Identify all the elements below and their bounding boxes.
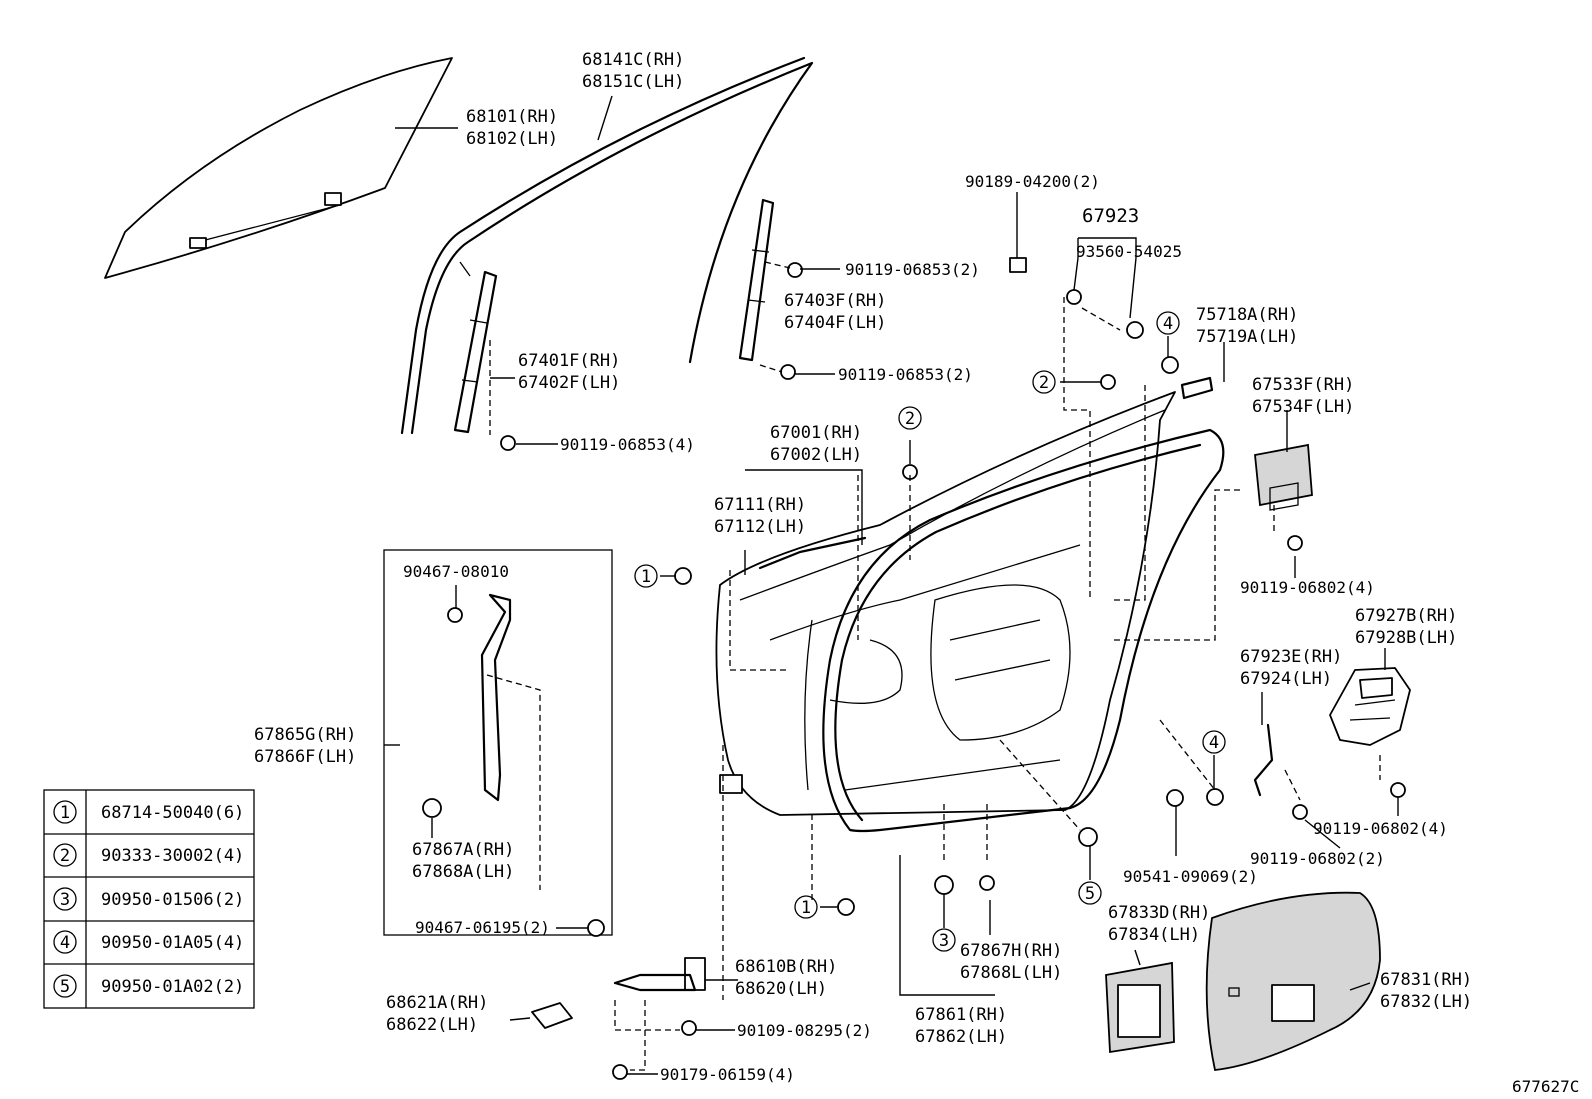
label-90467-a: 90467-08010: [403, 562, 509, 581]
label-90119-d: 90119-06802(4): [1240, 578, 1375, 597]
label-67923e: 67923E(RH)67924(LH): [1240, 647, 1342, 689]
front-channel-drawing: [453, 270, 498, 434]
part-labels: 68101(RH)68102(LH) 68141C(RH)68151C(LH) …: [254, 50, 1472, 1084]
label-90179: 90179-06159(4): [660, 1065, 795, 1084]
label-90119-a: 90119-06853(2): [845, 260, 980, 279]
legend-part-1: 68714-50040(6): [101, 803, 244, 823]
marker-4a: 4: [1163, 314, 1173, 334]
label-75718: 75718A(RH)75719A(LH): [1196, 305, 1298, 347]
legend-part-2: 90333-30002(4): [101, 846, 244, 866]
pad-drawing: [1254, 443, 1313, 511]
figure-code: 677627C: [1512, 1077, 1579, 1096]
legend-part-4: 90950-01A05(4): [101, 933, 244, 953]
label-67923: 67923: [1082, 205, 1139, 227]
fastener-bolts: [422, 257, 1406, 1080]
label-90119-c: 90119-06853(4): [560, 435, 695, 454]
legend-num-3: 3: [60, 890, 70, 910]
label-67401: 67401F(RH)67402F(LH): [518, 351, 620, 393]
label-90119-e: 90119-06802(4): [1313, 819, 1448, 838]
marker-5: 5: [1085, 884, 1095, 904]
marker-3: 3: [939, 931, 949, 951]
label-68621: 68621A(RH)68622(LH): [386, 993, 488, 1035]
label-90467-b: 90467-06195(2): [415, 918, 550, 937]
label-68141: 68141C(RH)68151C(LH): [582, 50, 684, 92]
legend-num-5: 5: [60, 977, 70, 997]
label-67927: 67927B(RH)67928B(LH): [1355, 606, 1457, 648]
label-67833: 67833D(RH)67834(LH): [1108, 903, 1210, 945]
label-67861: 67861(RH)67862(LH): [915, 1005, 1007, 1047]
marker-2b: 2: [905, 409, 915, 429]
label-67403: 67403F(RH)67404F(LH): [784, 291, 886, 333]
label-90109: 90109-08295(2): [737, 1021, 872, 1040]
label-90189: 90189-04200(2): [965, 172, 1100, 191]
label-67001: 67001(RH)67002(LH): [770, 423, 862, 465]
legend-num-4: 4: [60, 933, 70, 953]
label-90119-b: 90119-06853(2): [838, 365, 973, 384]
legend-table: 1 68714-50040(6) 2 90333-30002(4) 3 9095…: [43, 789, 255, 1009]
label-90119-f: 90119-06802(2): [1250, 849, 1385, 868]
label-68101: 68101(RH)68102(LH): [466, 107, 558, 149]
door-weatherstrip-drawing: [822, 428, 1225, 833]
inset-box: [383, 549, 613, 936]
label-90541: 90541-09069(2): [1123, 867, 1258, 886]
label-67831: 67831(RH)67832(LH): [1380, 970, 1472, 1012]
label-67533: 67533F(RH)67534F(LH): [1252, 375, 1354, 417]
frame-molding-drawing: [1180, 376, 1214, 400]
service-hole-cover-drawing: [1205, 891, 1381, 1071]
marker-2a: 2: [1039, 373, 1049, 393]
marker-4b: 4: [1209, 733, 1219, 753]
door-glass-drawing: [104, 57, 453, 279]
label-67867a: 67867A(RH)67868A(LH): [412, 840, 514, 882]
legend-part-3: 90950-01506(2): [101, 890, 244, 910]
door-lock-drawing: [1329, 667, 1411, 746]
leader-lines: [384, 95, 1399, 1075]
legend-num-1: 1: [60, 803, 70, 823]
belt-molding-drawing: [758, 536, 867, 570]
rod-drawing: [1253, 723, 1274, 797]
door-check-drawing: [531, 957, 706, 1029]
glass-run-drawing: [400, 56, 814, 435]
rear-channel-drawing: [738, 198, 775, 362]
legend-part-5: 90950-01A02(2): [101, 977, 244, 997]
label-67867h: 67867H(RH)67868L(LH): [960, 941, 1062, 983]
label-67111: 67111(RH)67112(LH): [714, 495, 806, 537]
label-93560: 93560-54025: [1076, 242, 1182, 261]
legend-num-2: 2: [60, 846, 70, 866]
small-cover-drawing: [1105, 961, 1175, 1054]
circled-markers: 2 2 4 4 1 1 3 5: [634, 311, 1226, 952]
label-68610: 68610B(RH)68620(LH): [735, 957, 837, 999]
label-67865: 67865G(RH)67866F(LH): [254, 725, 356, 767]
door-panel-drawing: [715, 391, 1176, 816]
marker-1a: 1: [641, 567, 651, 587]
marker-1b: 1: [801, 898, 811, 918]
assembly-dashes: [489, 261, 1381, 1071]
